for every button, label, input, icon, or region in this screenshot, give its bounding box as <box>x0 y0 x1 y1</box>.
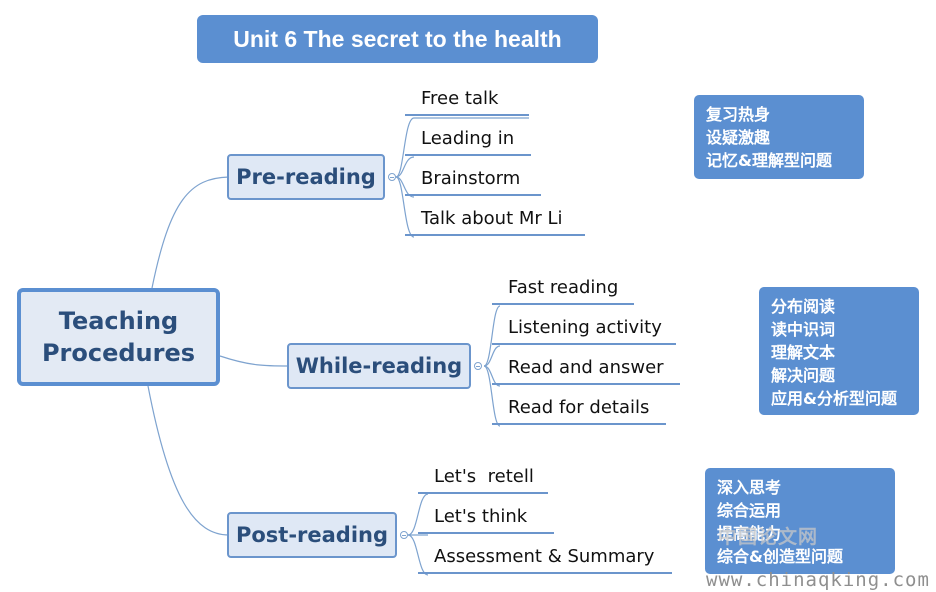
note-line: 深入思考 <box>717 478 782 497</box>
root-node-line2: Procedures <box>41 339 196 367</box>
step-assessment-summary: Assessment & Summary <box>418 546 672 574</box>
step-leading-in: Leading in <box>405 128 531 156</box>
note-while-reading: 分布阅读 读中识词 理解文本 解决问题 应用&分析型问题 <box>759 287 919 415</box>
diagram-title: Unit 6 The secret to the health <box>197 15 598 63</box>
step-lets-think: Let's think <box>418 506 554 534</box>
connector-while-1 <box>483 305 501 367</box>
note-line: 设疑激趣 <box>706 128 771 147</box>
note-line: 应用&分析型问题 <box>771 389 897 408</box>
connector-while-2 <box>483 345 501 367</box>
connector-pre-2 <box>395 156 415 178</box>
collapse-toggle-post-reading[interactable] <box>400 531 408 539</box>
step-free-talk: Free talk <box>405 88 529 116</box>
note-line: 提高能力 <box>717 524 782 543</box>
root-node-line1: Teaching <box>58 307 179 335</box>
stage-node-while-reading[interactable]: While-reading <box>287 343 471 389</box>
step-read-for-details: Read for details <box>492 397 666 425</box>
note-line: 解决问题 <box>771 366 836 385</box>
root-node-teaching-procedures[interactable]: Teaching Procedures <box>17 288 220 386</box>
collapse-toggle-pre-reading[interactable] <box>388 173 396 181</box>
note-line: 记忆&理解型问题 <box>706 151 832 170</box>
stage-node-pre-reading[interactable]: Pre-reading <box>227 154 385 200</box>
connector-root-pre <box>151 176 230 289</box>
connector-post-1 <box>407 493 429 536</box>
connector-pre-1 <box>395 117 529 178</box>
connector-root-while <box>219 355 290 367</box>
step-talk-about-mr-li: Talk about Mr Li <box>405 208 585 236</box>
step-lets-retell: Let's retell <box>418 466 548 494</box>
note-line: 综合&创造型问题 <box>717 547 843 566</box>
note-line: 复习热身 <box>706 105 771 124</box>
note-pre-reading: 复习热身 设疑激趣 记忆&理解型问题 <box>694 95 864 179</box>
step-fast-reading: Fast reading <box>492 277 634 305</box>
note-post-reading: 深入思考 综合运用 提高能力 综合&创造型问题 <box>705 468 895 574</box>
watermark-cn: 中国论文网 <box>718 526 819 548</box>
note-line: 读中识词 <box>771 320 836 339</box>
collapse-toggle-while-reading[interactable] <box>474 362 482 370</box>
stage-node-post-reading[interactable]: Post-reading <box>227 512 397 558</box>
note-line: 综合运用 <box>717 501 782 520</box>
step-brainstorm: Brainstorm <box>405 168 541 196</box>
step-listening-activity: Listening activity <box>492 317 676 345</box>
step-read-and-answer: Read and answer <box>492 357 680 385</box>
watermark-url: www.chinaqking.com <box>706 569 930 591</box>
note-line: 分布阅读 <box>771 297 836 316</box>
connector-root-post <box>147 385 230 536</box>
note-line: 理解文本 <box>771 343 836 362</box>
